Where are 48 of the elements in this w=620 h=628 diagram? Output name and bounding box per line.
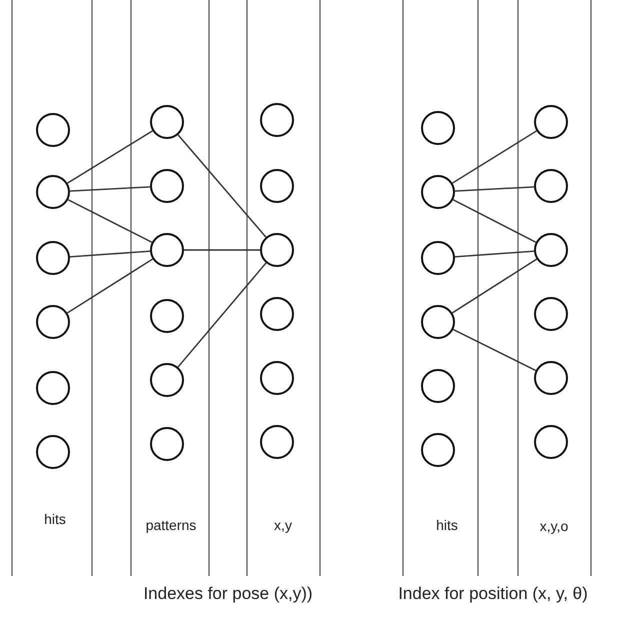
neuron-circle xyxy=(36,435,70,469)
connector-line xyxy=(452,199,536,243)
connector-line xyxy=(452,328,536,372)
neuron-circle xyxy=(421,305,455,339)
neuron-circle xyxy=(150,169,184,203)
neuron-circle xyxy=(534,105,568,139)
neuron-circle xyxy=(534,361,568,395)
connector-line xyxy=(452,130,537,184)
neuron-circle xyxy=(534,233,568,267)
connector-line xyxy=(68,199,152,243)
neuron-circle xyxy=(150,427,184,461)
connector-line xyxy=(184,249,260,251)
connector-line xyxy=(454,186,534,192)
connector-line xyxy=(67,258,153,314)
neuron-circle xyxy=(150,363,184,397)
connector-line xyxy=(70,186,150,192)
neuron-circle xyxy=(534,169,568,203)
connector-line xyxy=(178,134,266,238)
diagram-caption: Indexes for pose (x,y)) xyxy=(142,584,314,604)
neuron-circle xyxy=(150,299,184,333)
connector-line xyxy=(70,250,150,258)
column-label: hits xyxy=(435,517,459,533)
neuron-circle xyxy=(421,175,455,209)
neuron-circle xyxy=(36,175,70,209)
neuron-circle xyxy=(534,297,568,331)
connector-line xyxy=(177,262,267,368)
neuron-circle xyxy=(260,361,294,395)
neuron-circle xyxy=(421,111,455,145)
neuron-circle xyxy=(421,433,455,467)
neuron-circle xyxy=(260,297,294,331)
neuron-circle xyxy=(36,113,70,147)
connector-line xyxy=(67,130,153,184)
neuron-circle xyxy=(260,169,294,203)
neuron-circle xyxy=(260,103,294,137)
diagram-caption: Index for position (x, y, θ) xyxy=(397,584,589,604)
neuron-circle xyxy=(421,369,455,403)
neuron-circle xyxy=(36,371,70,405)
neuron-circle xyxy=(36,241,70,275)
connector-line xyxy=(454,250,534,258)
neuron-circle xyxy=(260,425,294,459)
connector-line xyxy=(452,258,538,314)
column-label: hits xyxy=(43,511,67,527)
neuron-circle xyxy=(36,305,70,339)
neuron-circle xyxy=(534,425,568,459)
neuron-circle xyxy=(150,233,184,267)
neuron-circle xyxy=(421,241,455,275)
neuron-circle xyxy=(260,233,294,267)
neuron-circle xyxy=(150,105,184,139)
